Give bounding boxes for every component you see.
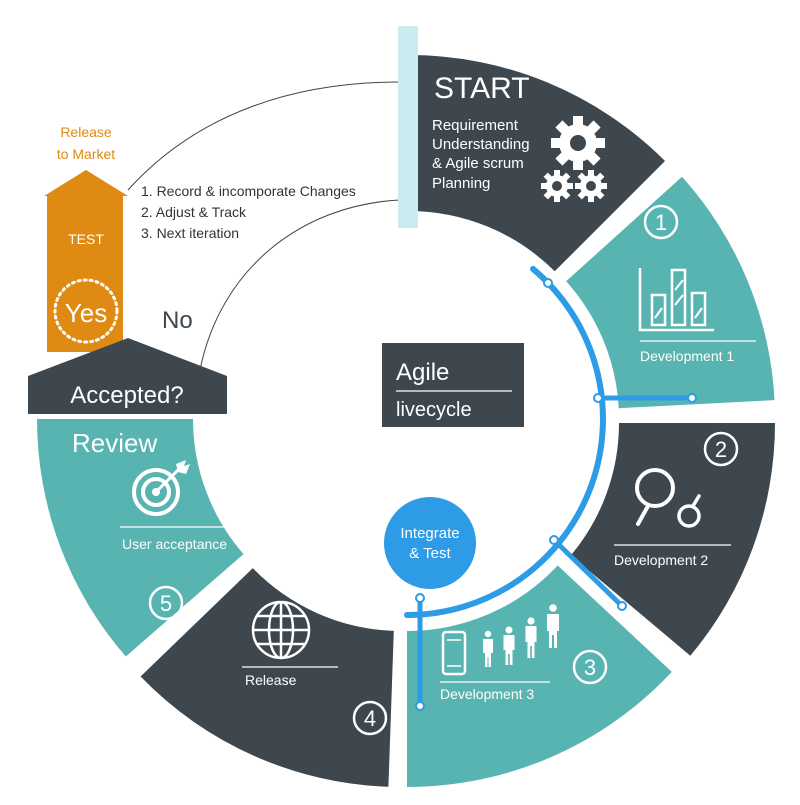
feedback-loop-arc [127,81,401,371]
globe-icon [251,600,311,660]
spoke-node-dot [549,535,559,545]
dev3-label: Development 3 [440,686,534,702]
bar-chart-icon [638,268,714,332]
integration-spoke-2 [551,537,625,609]
segment-review [37,419,244,657]
accepted-label: Accepted? [70,382,183,409]
test-label: TEST [68,231,104,247]
segment-development-3 [407,565,672,788]
step-5-circle [148,585,184,621]
segment-development-2 [570,423,775,656]
release-label: Release [245,672,297,688]
change-note-3: 3. Next iteration [141,225,239,241]
integrate-line-1: Integrate [400,525,459,542]
integration-arc [404,265,606,618]
release-to-market-line-1: Release [60,124,112,140]
magnifier-icon [635,468,701,528]
step-4-number: 4 [364,706,376,731]
spoke-end-dot [617,601,627,611]
spoke-end-dot [415,701,425,711]
spoke-node-dot [593,393,603,403]
start-line-4: Planning [432,175,490,192]
integrate-line-2: & Test [409,545,451,562]
team-icon [483,604,559,667]
review-label: User acceptance [122,536,227,552]
step-4-circle [352,700,388,736]
review-title: Review [72,428,157,458]
spoke-node-dot [415,593,425,603]
center-subtitle: livecycle [396,399,472,421]
step-3-circle [572,649,608,685]
dev1-label: Development 1 [640,348,734,364]
test-arrow [44,170,128,352]
start-line-3: & Agile scrum [432,155,524,172]
start-line-2: Understanding [432,136,530,153]
yes-circle [53,278,119,344]
release-to-market-line-2: to Market [57,146,115,162]
step-1-circle [643,204,679,240]
start-title: START [434,72,530,105]
change-note-2: 2. Adjust & Track [141,204,247,220]
segment-release [140,568,394,787]
center-title: Agile [396,359,449,386]
step-5-number: 5 [160,591,172,616]
segment-start [409,54,665,272]
change-note-1: 1. Record & incomporate Changes [141,183,356,199]
step-3-number: 3 [584,655,596,680]
segment-development-1 [566,176,775,409]
step-2-circle [703,431,739,467]
step-2-number: 2 [715,437,727,462]
spoke-start-dot [543,278,553,288]
start-line-1: Requirement [432,117,519,134]
yes-label: Yes [65,298,107,328]
phone-icon [441,630,467,676]
no-label: No [162,307,193,334]
center-box [382,343,524,427]
start-marker-bar [398,26,418,228]
dev2-label: Development 2 [614,552,708,568]
integrate-test-bubble [384,497,476,589]
accepted-decision-box [28,338,227,414]
step-1-number: 1 [655,210,667,235]
spoke-end-dot [687,393,697,403]
target-icon [132,460,190,516]
